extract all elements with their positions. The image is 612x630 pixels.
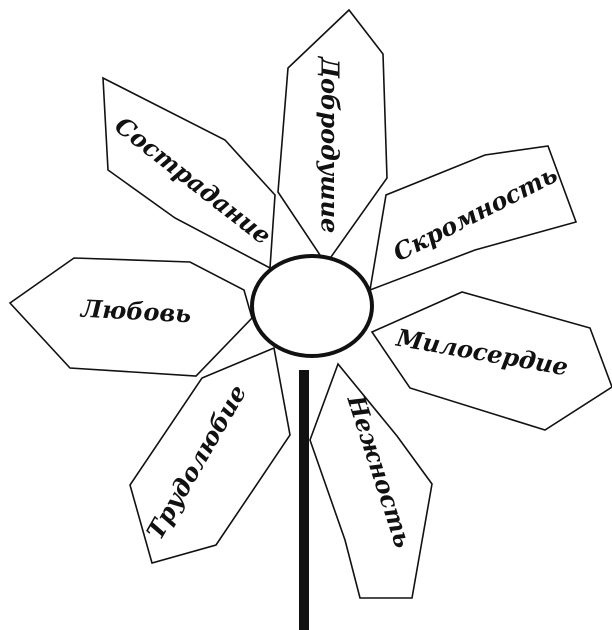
- petal-nezhnost: Нежность: [310, 364, 432, 598]
- petal-dobrodushie: Добродушие: [278, 10, 387, 264]
- petal-skromnost: Скромность: [370, 146, 576, 290]
- petal-label-lyubov: Любовь: [78, 294, 192, 329]
- petal-lyubov: Любовь: [10, 258, 252, 376]
- petal-label-dobrodushie: Добродушие: [316, 56, 345, 234]
- petal-sostradanie: Сострадание: [103, 78, 277, 268]
- flower-center: [252, 256, 372, 356]
- petal-miloserdie: Милосердие: [372, 292, 612, 430]
- petal-trudolyubie: Трудолюбие: [130, 348, 290, 563]
